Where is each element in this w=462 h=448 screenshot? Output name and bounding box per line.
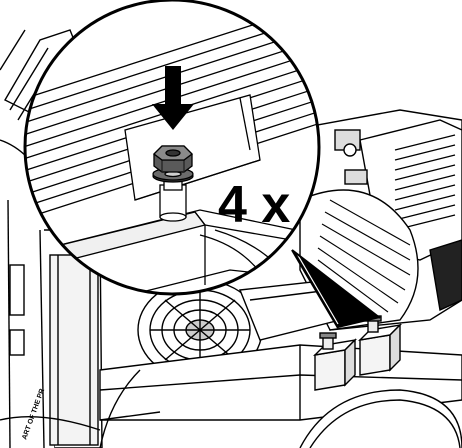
wheel xyxy=(299,389,462,448)
base-bolt-left xyxy=(319,332,337,350)
mounting-block-right xyxy=(357,323,403,376)
bolt-stud xyxy=(159,179,187,222)
side-label: ART OF THE PR xyxy=(21,388,46,441)
frame-column xyxy=(0,139,103,448)
down-arrow-icon xyxy=(152,66,194,130)
hex-nut-icon xyxy=(153,145,193,173)
detail-magnifier xyxy=(23,0,321,296)
callout-pointer xyxy=(291,249,381,329)
quantity-label: 4 x xyxy=(218,176,290,234)
mounting-block-left xyxy=(312,338,358,391)
